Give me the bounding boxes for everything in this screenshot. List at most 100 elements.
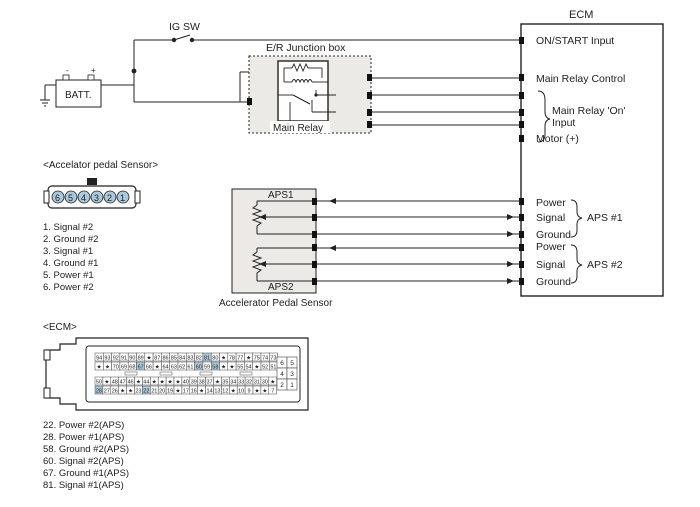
ecm-pin-number: 30 — [262, 380, 268, 386]
pedal-pin-number: 3 — [94, 193, 99, 203]
ecm-pin-number: ★ — [160, 379, 165, 386]
ecm-pin-number: ★ — [175, 379, 180, 386]
ecm-aps2-signal: Signal — [536, 259, 565, 271]
ecm-pin-number: 12 — [222, 389, 228, 395]
ecm-pin-number: ★ — [246, 355, 251, 362]
relay-coil-icon — [291, 79, 313, 84]
aps-arrow-icons — [329, 198, 514, 284]
ecm-pin-number: ★ — [120, 388, 125, 395]
ecm-pin-number: 64 — [162, 365, 168, 371]
ecm-title: ECM — [569, 9, 593, 21]
pedal-connector-tab-right — [134, 190, 141, 204]
ecm-pin-terminals — [519, 37, 524, 285]
ecm-pin-number: 32 — [246, 380, 252, 386]
ecm-pin-number: 60 — [196, 365, 202, 371]
pedal-pin — [116, 190, 130, 204]
ecm-side-pin-number: 2 — [280, 382, 284, 389]
pedal-legend-item: 6. Power #2 — [43, 282, 94, 293]
relay-resistor-icon — [291, 62, 309, 73]
ecm-pin-number: 34 — [230, 380, 236, 386]
ecm-legend-item: 60. Signal #2(APS) — [43, 456, 124, 467]
ecm-pin-number: 78 — [229, 356, 235, 362]
ecm-aps1-signal: Signal — [536, 212, 565, 224]
ecm-side-pin-number: 1 — [290, 382, 294, 389]
ecm-pin-number: 61 — [187, 365, 193, 371]
ecm-pin-number: 84 — [179, 356, 185, 362]
ecm-pin-number: 13 — [214, 389, 220, 395]
ecm-main-relay-input: Input — [552, 117, 575, 129]
ecm-pin-number: 19 — [167, 389, 173, 395]
pedal-pin-number: 5 — [68, 193, 73, 203]
ecm-pin-number: 37 — [206, 380, 212, 386]
aps-sensor-terminals — [312, 198, 317, 285]
junction-box-terminals — [247, 74, 372, 128]
battery-icon — [55, 79, 102, 108]
ecm-connector-title: <ECM> — [43, 322, 77, 333]
pedal-legend-item: 5. Power #1 — [43, 270, 94, 281]
pedal-pin-number: 6 — [55, 193, 60, 203]
ecm-key-mark — [199, 371, 213, 376]
ecm-side-pin-number: 3 — [290, 371, 294, 378]
ecm-pin-number: ★ — [175, 388, 180, 395]
pedal-legend-item: 3. Signal #1 — [43, 246, 93, 257]
ecm-pin-number: 17 — [183, 389, 189, 395]
ecm-legend: 22. Power #2(APS) 28. Power #1(APS) 58. … — [43, 420, 129, 491]
ig-sw-contact-right — [189, 37, 195, 43]
ecm-pin-number: 27 — [104, 389, 110, 395]
ecm-pin-cell — [268, 385, 277, 395]
aps1-wiper-icon — [259, 214, 266, 220]
ecm-pin-number: ★ — [221, 364, 226, 371]
battery-plus: + — [91, 66, 96, 75]
pedal-connector-tab-left — [43, 190, 50, 204]
ecm-pin-number: 75 — [254, 356, 260, 362]
ig-sw-label: IG SW — [169, 21, 200, 33]
ecm-pin-number: 51 — [270, 365, 276, 371]
pedal-sensor-title: <Accelator pedal Sensor> — [43, 160, 158, 171]
ecm-main-relay-on: Main Relay 'On' — [552, 105, 625, 117]
ecm-pin-number: 68 — [129, 365, 135, 371]
ecm-side-pin-number: 6 — [280, 360, 284, 367]
aps-sensor-box — [231, 188, 317, 294]
ecm-pin-number: 80 — [212, 356, 218, 362]
ecm-pin-number: 9 — [248, 389, 251, 395]
ecm-legend-item: 67. Ground #1(APS) — [43, 468, 129, 479]
main-relay-brace — [537, 90, 551, 143]
ecm-pin-number: 58 — [212, 365, 218, 371]
pedal-pin — [90, 190, 104, 204]
ecm-pin-number: 82 — [196, 356, 202, 362]
pedal-pin — [64, 190, 78, 204]
pedal-legend-item: 4. Ground #1 — [43, 258, 98, 269]
ecm-pin-number: 46 — [127, 380, 133, 386]
ecm-pin-number: 85 — [171, 356, 177, 362]
ecm-side-pin-number: 5 — [290, 360, 294, 367]
ecm-pin-number: 67 — [138, 365, 144, 371]
ground-icon — [40, 99, 50, 107]
ecm-pin-number: 54 — [245, 365, 251, 371]
aps2-group-label: APS #2 — [587, 259, 623, 271]
ecm-pin-number: 33 — [238, 380, 244, 386]
aps2-wiper-icon — [259, 261, 266, 267]
ecm-pin-number: 90 — [129, 356, 135, 362]
ecm-pin-number: 59 — [204, 365, 210, 371]
aps2-label: APS2 — [268, 282, 294, 293]
ecm-pin-number: ★ — [104, 379, 109, 386]
ecm-pin-number: 50 — [96, 380, 102, 386]
ecm-pin-number: 62 — [179, 365, 185, 371]
aps1-potentiometer-icon — [251, 200, 314, 235]
ecm-pin-number: ★ — [221, 355, 226, 362]
ecm-pin-number: 10 — [238, 389, 244, 395]
ecm-pin-number: 91 — [121, 356, 127, 362]
relay-contact-icon — [292, 94, 311, 105]
ecm-pin-number: ★ — [231, 388, 236, 395]
pedal-connector-latch — [87, 178, 97, 185]
ecm-pin-number: ★ — [152, 379, 157, 386]
ecm-pin-number: ★ — [254, 388, 259, 395]
ecm-pin-number: 23 — [135, 389, 141, 395]
ecm-box — [520, 23, 664, 297]
pedal-pin-number: 4 — [81, 193, 86, 203]
ecm-pin-number: 66 — [146, 365, 152, 371]
ecm-pin-number: 26 — [112, 389, 118, 395]
ecm-pin-number: ★ — [254, 364, 259, 371]
